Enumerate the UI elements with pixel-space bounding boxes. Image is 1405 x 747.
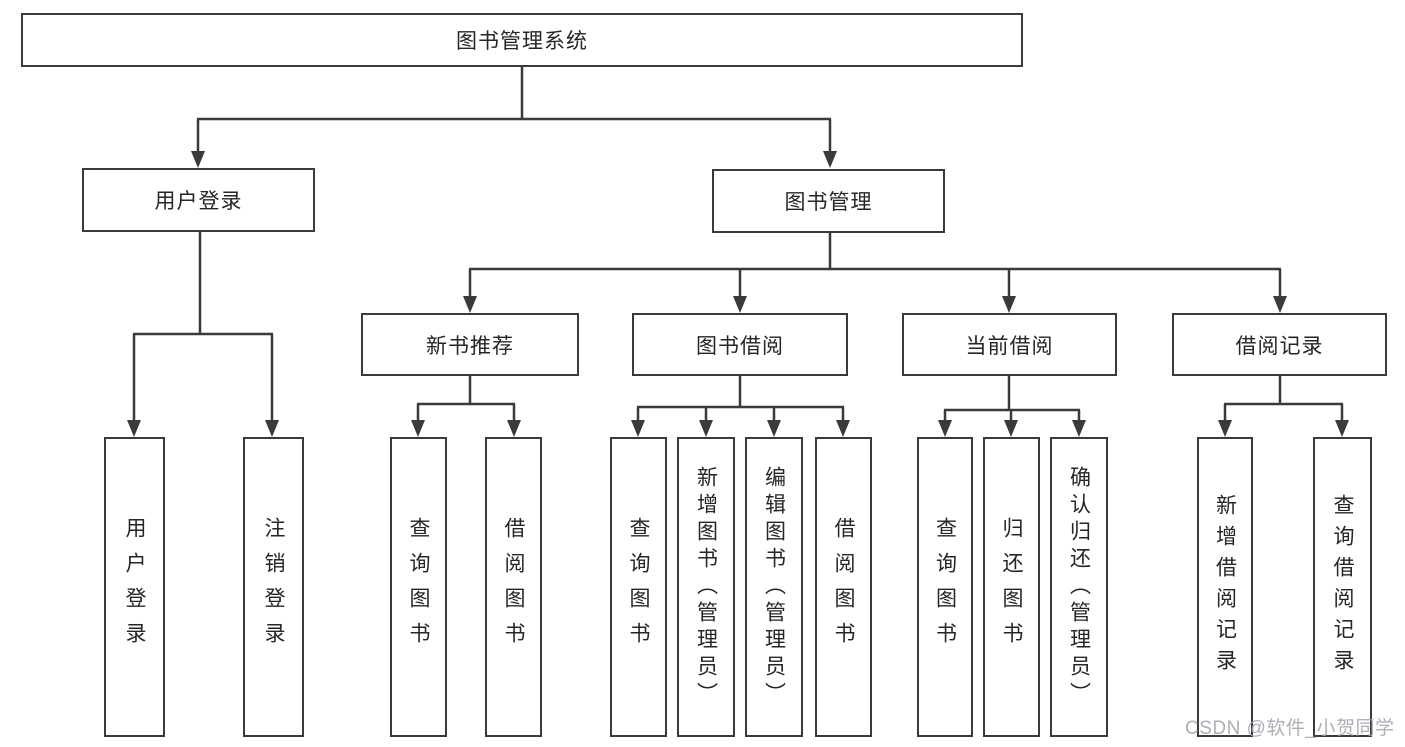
node-book-management: 图书管理: [712, 169, 945, 233]
node-library-system-root: 图书管理系统: [21, 13, 1023, 67]
leaf-records-query-record: 查询借阅记录: [1313, 437, 1372, 737]
leaf-borrow-query-books: 查询图书: [610, 437, 667, 737]
leaf-current-query-books: 查询图书: [917, 437, 973, 737]
leaf-newbook-query-books: 查询图书: [390, 437, 447, 737]
node-user-login: 用户登录: [82, 168, 315, 232]
leaf-current-confirm-return-admin: 确认归还（管理员）: [1050, 437, 1108, 737]
leaf-user-login: 用户登录: [104, 437, 165, 737]
leaf-records-add-record: 新增借阅记录: [1197, 437, 1253, 737]
leaf-borrow-add-books-admin: 新增图书（管理员）: [677, 437, 735, 737]
node-new-book-recommend: 新书推荐: [361, 313, 579, 376]
leaf-logout: 注销登录: [243, 437, 304, 737]
node-book-borrow: 图书借阅: [632, 313, 848, 376]
csdn-watermark: CSDN @软件_小贺同学: [1185, 718, 1395, 739]
node-borrow-records: 借阅记录: [1172, 313, 1387, 376]
arrow-down-icons: [127, 151, 1349, 437]
leaf-current-return-books: 归还图书: [983, 437, 1040, 737]
leaf-newbook-borrow-books: 借阅图书: [485, 437, 542, 737]
leaf-borrow-edit-books-admin: 编辑图书（管理员）: [745, 437, 803, 737]
node-current-borrow: 当前借阅: [902, 313, 1117, 376]
leaf-borrow-borrow-books: 借阅图书: [815, 437, 872, 737]
